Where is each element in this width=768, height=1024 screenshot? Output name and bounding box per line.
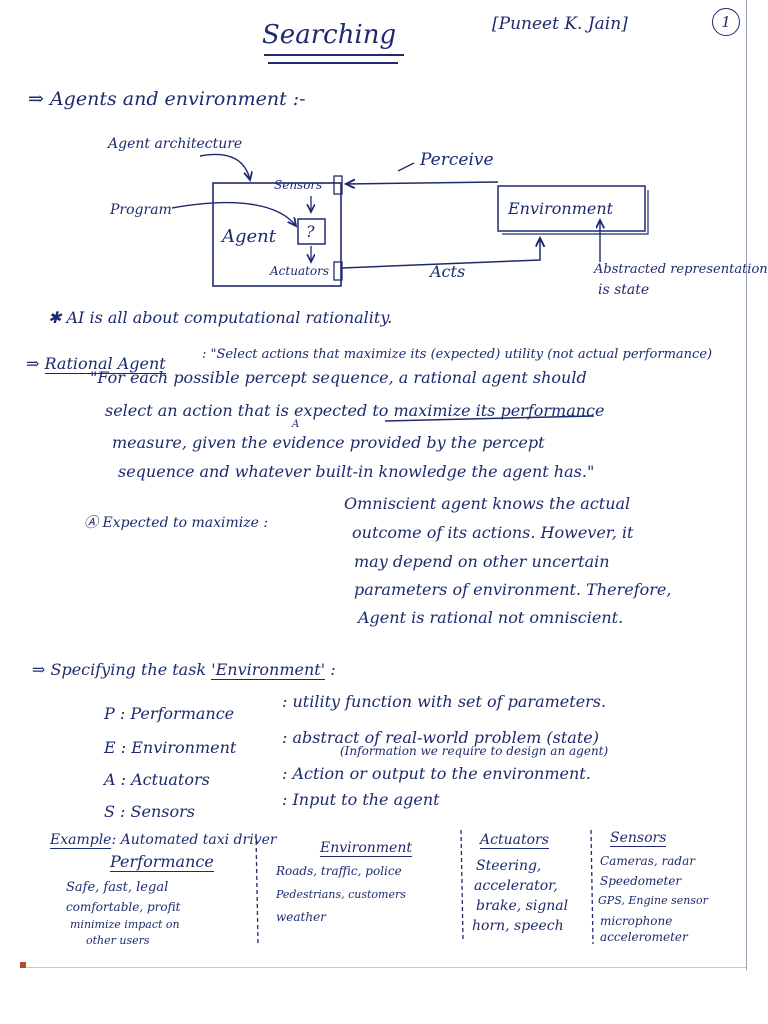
agent-box [212,182,342,287]
peas-key-s: S : Sensors [104,802,195,821]
col-header-actuators-text: Actuators [480,832,549,849]
perceive-arrow [346,182,499,184]
sensors-line-3: GPS, Engine sensor [598,894,708,907]
title-underline [264,54,404,56]
author: [Puneet K. Jain] [492,14,628,34]
quote-line-1: "For each possible percept sequence, a r… [90,368,587,387]
label-is-state: is state [598,282,650,298]
quote-line-3: measure, given the evidence provided by … [112,433,545,452]
sensors-line-2: Speedometer [600,874,682,888]
actuator-port [333,261,343,281]
label-question: ? [306,222,315,241]
peas-value-s: : Input to the agent [282,790,440,809]
label-sensors: Sensors [274,178,323,192]
expected-phrase: expected to maximize [293,401,471,420]
rational-agent-term: Rational Agent [44,354,166,374]
peas-heading-env: 'Environment' [211,660,326,680]
section-heading-agents: ⇒ Agents and environment :- [28,88,306,110]
label-actuators: Actuators [270,264,330,278]
col-header-performance-text: Performance [110,852,214,872]
label-abstracted-representation: Abstracted representation [594,262,768,277]
page-title: Searching [262,20,397,50]
quote-line-4: sequence and whatever built-in knowledge… [118,462,595,481]
label-perceive: Perceive [420,150,494,170]
actuators-line-2: accelerator, [474,878,558,894]
example-title: : Automated taxi driver [111,832,277,848]
peas-value-a: : Action or output to the environment. [282,764,591,783]
expected-label: Ⓐ Expected to maximize : [84,515,269,531]
label-program: Program [110,202,172,218]
environment-line-2: Pedestrians, customers [276,888,406,901]
example-label: Example [50,832,112,849]
sensor-port [333,175,343,195]
sensors-line-4: microphone [600,914,673,928]
peas-value-e: : abstract of real-world problem (state) [282,728,599,747]
performance-line-1: Safe, fast, legal [66,880,169,895]
performance-line-4: other users [86,934,150,947]
environment-line-3: weather [276,910,326,924]
peas-heading-suffix: : [330,660,336,679]
acts-arrow [341,238,540,269]
peas-key-a: A : Actuators [104,770,210,789]
col-header-environment: Environment [320,840,412,857]
quote-line-2-start: select an action that is [105,401,289,420]
page-number: 1 [712,8,740,36]
peas-value-p: : utility function with set of parameter… [282,692,607,711]
environment-box [497,185,646,232]
peas-heading: ⇒ Specifying the task 'Environment' : [32,660,336,680]
ai-note: ✱ AI is all about computational rational… [48,308,393,327]
corner-mark [20,962,26,968]
performance-line-3: minimize impact on [70,918,180,931]
expected-line-4: parameters of environment. Therefore, [354,580,672,599]
agent-function-box [297,218,326,245]
peas-key-e: E : Environment [104,738,237,757]
col-header-environment-text: Environment [320,840,412,857]
expected-line-2: outcome of its actions. However, it [352,523,634,542]
peas-heading-prefix: ⇒ Specifying the task [32,660,207,679]
actuators-line-3: brake, signal [476,898,569,914]
rational-agent-label: ⇒ Rational Agent [26,354,166,374]
col-header-performance: Performance [110,852,214,872]
peas-key-p: P : Performance [104,704,235,723]
label-acts: Acts [430,262,466,281]
label-agent-architecture: Agent architecture [108,136,243,152]
performance-line-2: comfortable, profit [66,900,181,914]
example-heading: Example: Automated taxi driver [50,832,277,849]
page-margin-rule [746,0,747,970]
actuators-line-4: horn, speech [472,918,564,934]
expected-line-1: Omniscient agent knows the actual [344,494,631,513]
col-header-actuators: Actuators [480,832,549,849]
label-environment: Environment [508,199,614,218]
title-underline-2 [268,62,398,64]
environment-line-1: Roads, traffic, police [276,864,402,878]
program-arrow [171,201,296,226]
page-bottom-rule [20,967,746,968]
architecture-arrow [199,153,250,180]
col-header-sensors-text: Sensors [610,830,667,847]
actuators-line-1: Steering, [476,858,542,874]
quote-line-2-end: its performance [475,401,605,420]
col-header-sensors: Sensors [610,830,667,847]
footnote-marker: A [291,419,300,430]
peas-env-note: (Information we require to design an age… [340,744,609,758]
rational-agent-intro: : "Select actions that maximize its (exp… [202,347,713,362]
sensors-line-1: Cameras, radar [600,854,695,868]
sensors-line-5: accelerometer [600,930,688,944]
expected-line-3: may depend on other uncertain [354,552,610,571]
quote-line-2: select an action that is expected to max… [105,401,605,430]
expected-line-5: Agent is rational not omniscient. [358,608,624,627]
label-agent: Agent [222,226,276,247]
